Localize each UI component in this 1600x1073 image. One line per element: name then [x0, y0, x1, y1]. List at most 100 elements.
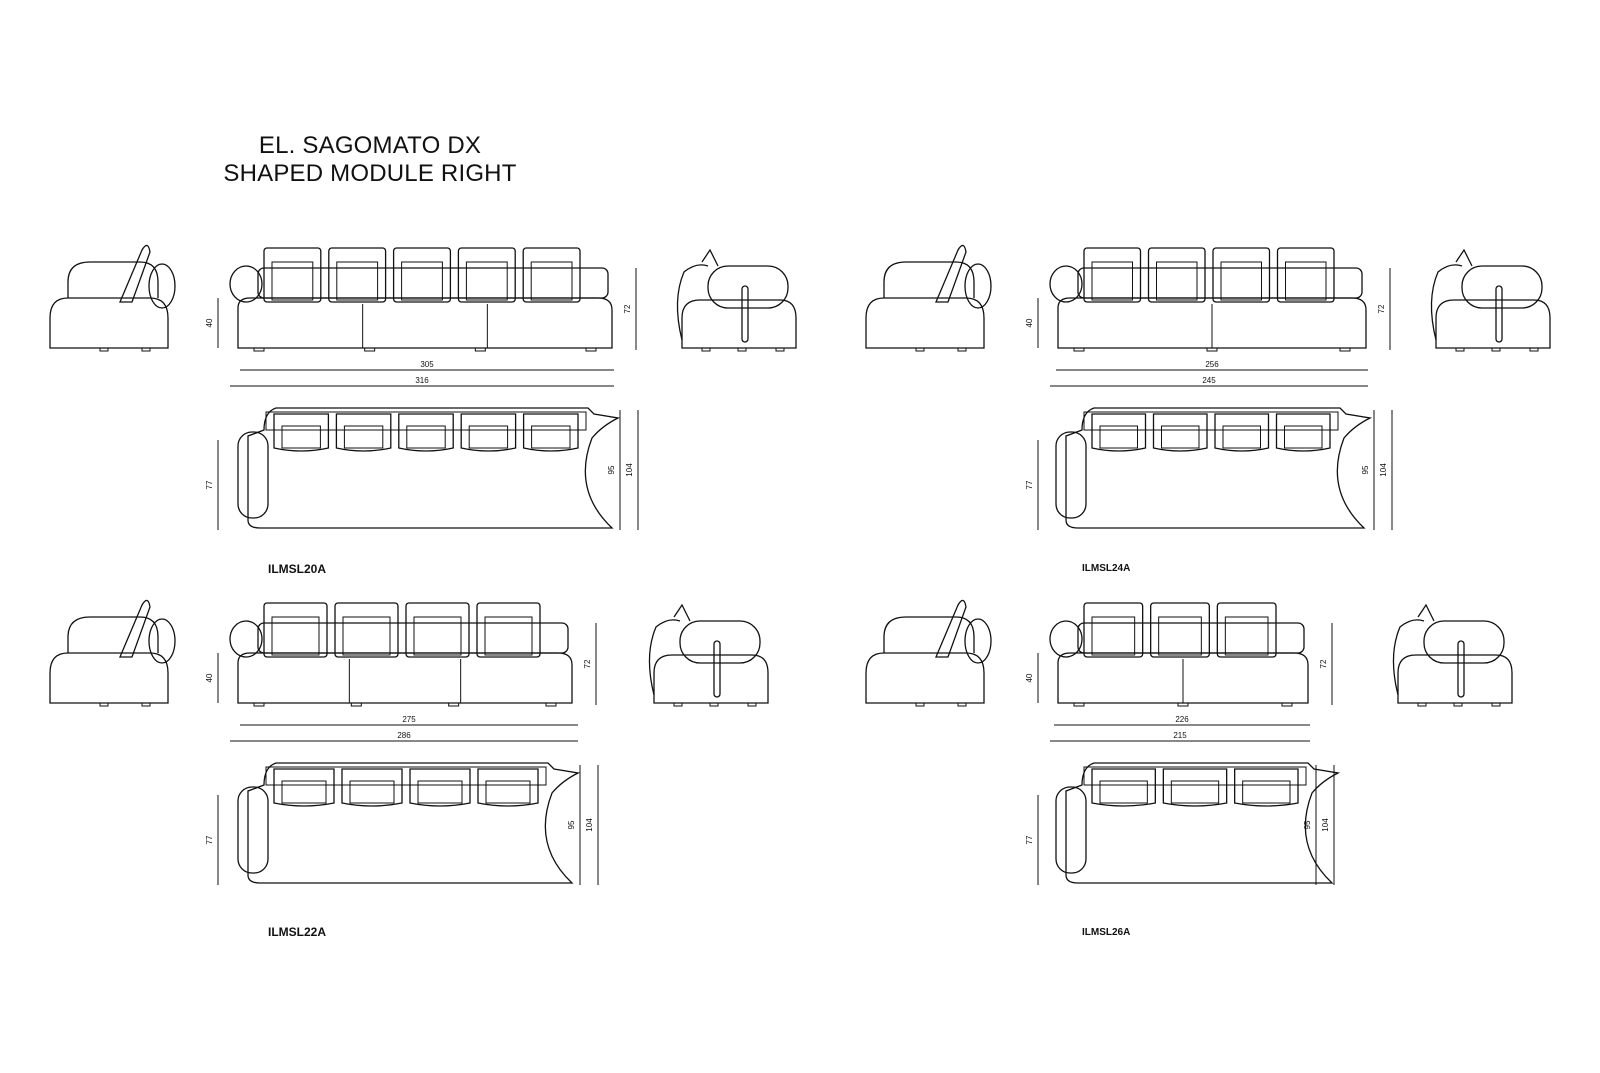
plan-view-cushion — [1162, 768, 1228, 807]
plan-view-cushion-inner — [281, 780, 327, 804]
plan-view-cushion — [477, 768, 539, 807]
plan-view-arm — [1055, 786, 1087, 874]
module-code-ilmsl20a: ILMSL20A — [268, 562, 327, 576]
module-code-ilmsl26a: ILMSL26A — [1082, 927, 1131, 938]
dim-width-inner: 226 — [1175, 715, 1189, 724]
front-view-cushion — [1216, 602, 1277, 658]
front-view-bolster — [1049, 265, 1083, 303]
title-italian: EL. SAGOMATO DX — [258, 132, 482, 159]
front-view-foot — [448, 702, 460, 707]
side-view-pillow — [119, 599, 151, 658]
side-view-base — [865, 652, 985, 704]
plan-view-cushion — [1275, 413, 1331, 452]
end-view-frame-bar — [713, 640, 721, 698]
dim-width-inner: 305 — [420, 360, 434, 369]
end-view-tag — [673, 603, 691, 622]
front-view-cushion — [1083, 247, 1142, 303]
front-view-base — [237, 652, 573, 704]
front-view-cushion-inner — [530, 261, 573, 301]
dim-back-height: 72 — [583, 659, 592, 668]
dim-depth-inner: 95 — [567, 820, 576, 829]
front-view-cushion — [392, 247, 452, 303]
front-view-foot — [474, 347, 486, 352]
end-view-tag — [701, 248, 719, 267]
front-view-bolster — [229, 620, 263, 658]
plan-view-cushion-inner — [485, 780, 531, 804]
end-view-arm — [1392, 619, 1425, 696]
dim-width-inner: 256 — [1205, 360, 1219, 369]
front-view-cushion-inner — [271, 616, 320, 656]
front-view-cushion-inner — [413, 616, 462, 656]
end-view-frame-bar — [1495, 285, 1503, 343]
front-view-cushion — [476, 602, 541, 658]
plan-view-back — [265, 766, 547, 786]
dim-depth-outer: 104 — [1321, 818, 1330, 832]
end-view-foot — [1491, 702, 1501, 707]
dim-arm-depth: 77 — [1025, 835, 1034, 844]
plan-view-outline — [1065, 407, 1373, 529]
side-view-back — [67, 261, 159, 298]
side-view-foot — [141, 347, 151, 352]
end-view-base — [681, 299, 797, 349]
front-view-cushion-inner — [484, 616, 533, 656]
front-view-backrest — [257, 622, 569, 654]
front-view-cushion — [1150, 602, 1210, 658]
side-view-bolster — [148, 263, 176, 309]
end-view-frame-bar — [741, 285, 749, 343]
end-view-foot — [747, 702, 757, 707]
dim-arm-depth: 77 — [205, 835, 214, 844]
front-view-cushion — [1083, 602, 1144, 658]
plan-view-cushion-inner — [531, 425, 571, 449]
plan-view-cushion-inner — [1284, 425, 1323, 449]
front-view-cushion — [328, 247, 387, 303]
front-view-cushion — [405, 602, 470, 658]
dim-width-outer: 316 — [415, 376, 429, 385]
front-view-cushion-inner — [1224, 616, 1269, 656]
plan-view-cushion-inner — [1099, 425, 1138, 449]
front-view-cushion-inner — [1158, 616, 1202, 656]
front-view-cushion — [1276, 247, 1335, 303]
dim-back-height: 72 — [1319, 659, 1328, 668]
dim-back-height: 72 — [1377, 304, 1386, 313]
module-code-ilmsl22a: ILMSL22A — [268, 925, 327, 939]
front-view-foot — [1073, 702, 1085, 707]
plan-view-cushion-inner — [1161, 425, 1200, 449]
front-view-cushion — [263, 247, 322, 303]
module-code-ilmsl24a: ILMSL24A — [1082, 563, 1131, 574]
plan-view-cushion — [522, 413, 579, 452]
plan-view-cushion — [1214, 413, 1270, 452]
dim-depth-outer: 104 — [585, 818, 594, 832]
front-view-cushion-inner — [342, 616, 391, 656]
dim-width-inner: 275 — [402, 715, 416, 724]
end-view-base — [1435, 299, 1551, 349]
side-view — [49, 244, 176, 352]
front-view-cushion — [457, 247, 516, 303]
dim-seat-height: 40 — [205, 673, 214, 682]
side-view-bolster — [964, 618, 992, 664]
end-view-foot — [1529, 347, 1539, 352]
front-view-foot — [585, 347, 597, 352]
end-view-foot — [709, 702, 719, 707]
front-view — [229, 602, 573, 707]
plan-view — [1055, 407, 1373, 529]
front-view-foot — [1177, 702, 1189, 707]
plan-view-back — [1083, 411, 1339, 431]
dim-width-outer: 215 — [1173, 731, 1187, 740]
plan-view-cushion-inner — [1222, 425, 1261, 449]
dim-arm-depth: 77 — [205, 480, 214, 489]
side-view-pillow — [935, 244, 967, 303]
front-view-base — [237, 297, 613, 349]
front-view-bolster — [229, 265, 263, 303]
plan-view-cushion-inner — [343, 425, 384, 449]
front-view-foot — [1073, 347, 1085, 352]
dim-seat-height: 40 — [1025, 673, 1034, 682]
dim-depth-inner: 95 — [1361, 465, 1370, 474]
dim-arm-depth: 77 — [1025, 480, 1034, 489]
front-view-cushion-inner — [271, 261, 314, 301]
plan-view-cushion-inner — [1170, 780, 1220, 804]
